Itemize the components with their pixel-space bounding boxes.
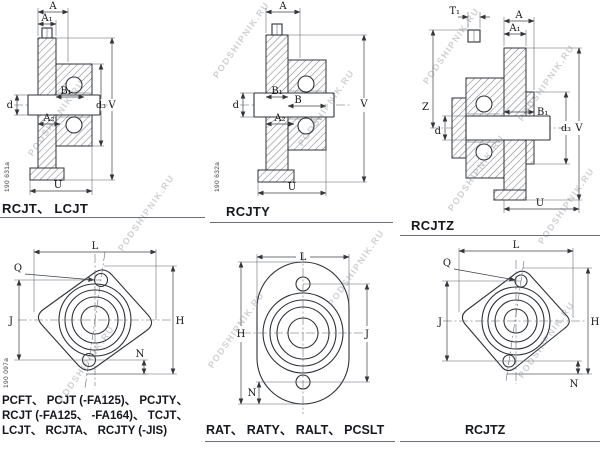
flange-foot-section bbox=[493, 189, 527, 201]
end-cover-section bbox=[451, 97, 467, 159]
shaft-bore bbox=[466, 116, 550, 140]
bearing-ball-top bbox=[475, 95, 493, 113]
section-view-rcjty: A B₁ B A₂ d V U 190 632a bbox=[214, 1, 369, 196]
rcjty-dimension-lines bbox=[240, 8, 367, 196]
dim-label-d3: d₃ bbox=[561, 123, 571, 134]
footer-type-list-line3: LCJT、 RCJTA、 RCJTY (-JIS) bbox=[2, 425, 168, 437]
dim-label-A: A bbox=[278, 1, 287, 12]
dim-label-B: B bbox=[294, 95, 301, 106]
flange-dimension-labels: L H J N bbox=[237, 252, 369, 399]
shaft-bore bbox=[28, 95, 100, 115]
caption-rcjty: RCJTY bbox=[226, 204, 271, 219]
dim-label-V: V bbox=[574, 123, 583, 134]
dim-label-J: J bbox=[8, 316, 13, 327]
dim-label-A1: A₁ bbox=[40, 13, 52, 24]
bearing-ball-top bbox=[65, 76, 83, 94]
dim-label-A: A bbox=[48, 1, 57, 12]
rcjt-body bbox=[14, 27, 112, 181]
dim-label-B1: B₁ bbox=[271, 86, 282, 97]
rcjtz-dimension-labels: T₁ A A₁ B₁ Z d d₃ V U bbox=[422, 6, 583, 209]
dim-label-L: L bbox=[92, 241, 99, 252]
dim-label-N: N bbox=[136, 349, 145, 360]
bearing-ball-bottom bbox=[65, 116, 83, 134]
front-view-diamond-flange-right: L Q J H N bbox=[437, 240, 600, 390]
drawing-stamp: 190 631a bbox=[4, 162, 11, 192]
flange-body bbox=[242, 252, 364, 414]
dim-label-N: N bbox=[248, 388, 257, 399]
dim-label-U: U bbox=[54, 180, 62, 191]
flange-foot-section bbox=[29, 167, 65, 181]
front-view-oval-flange: L H J N bbox=[237, 252, 370, 414]
footer-type-list-line1: PCFT、 PCJT (-FA125)、 PCJTY、 bbox=[2, 395, 188, 407]
caption-rule-2 bbox=[210, 222, 393, 223]
caption-rcjt-lcjt: RCJT、 LCJT bbox=[2, 201, 89, 216]
section-view-rcjtz: T₁ A A₁ B₁ Z d d₃ V U bbox=[422, 6, 583, 213]
dim-label-J: J bbox=[437, 317, 442, 328]
bearing-ball-top bbox=[297, 75, 315, 93]
caption-rule-1 bbox=[0, 217, 205, 218]
flange-dimension-lines bbox=[238, 254, 370, 405]
dim-label-A2: A₂ bbox=[273, 113, 285, 124]
flange-foot-section bbox=[257, 169, 295, 183]
footer-rule-right bbox=[400, 441, 600, 442]
bearing-ball-bottom bbox=[297, 117, 315, 135]
dim-label-H: H bbox=[176, 316, 185, 327]
dim-label-J: J bbox=[364, 329, 369, 340]
dim-label-A1: A₁ bbox=[508, 23, 520, 34]
dim-label-L: L bbox=[513, 240, 520, 251]
dim-label-d: d bbox=[7, 100, 14, 111]
dim-label-Q: Q bbox=[443, 258, 451, 269]
footer-caption-rat: RAT、 RATY、 RALT、 PCSLT bbox=[206, 423, 385, 437]
flange-dimension-lines bbox=[442, 248, 592, 375]
rcjt-dimension-labels: A A₁ B₁ A₂ d d₃ V U bbox=[7, 1, 117, 191]
dim-label-A: A bbox=[514, 10, 523, 21]
dim-label-Z: Z bbox=[422, 102, 429, 113]
dim-label-L: L bbox=[300, 252, 307, 263]
flange-body bbox=[18, 251, 172, 389]
flange-body bbox=[443, 260, 587, 384]
caption-rcjtz-top: RCJTZ bbox=[411, 218, 455, 233]
dim-label-V: V bbox=[359, 99, 368, 110]
footer-type-list: PCFT、 PCJT (-FA125)、 PCJTY、 RCJT (-FA125… bbox=[2, 394, 188, 439]
section-view-rcjt-lcjt: A A₁ B₁ A₂ d d₃ V U 190 631a bbox=[4, 1, 117, 195]
dim-label-U: U bbox=[536, 198, 544, 209]
rcjtz-body bbox=[430, 29, 568, 201]
front-view-diamond-flange-left: L Q J H N 190 097a bbox=[3, 241, 185, 389]
dim-label-N: N bbox=[570, 379, 579, 390]
drawing-stamp: 190 097a bbox=[3, 358, 10, 388]
dim-label-H: H bbox=[591, 317, 600, 328]
dim-label-d: d bbox=[233, 100, 240, 111]
dim-label-H: H bbox=[237, 329, 246, 340]
caption-rule-3 bbox=[400, 235, 600, 236]
rcjt-dimension-lines bbox=[14, 8, 115, 195]
dim-label-T1: T₁ bbox=[449, 6, 460, 17]
footer-type-list-line2: RCJT (-FA125、 -FA164)、 TCJT、 bbox=[2, 410, 188, 422]
bearing-ball-bottom bbox=[475, 143, 493, 161]
dim-label-d: d bbox=[435, 126, 442, 137]
dim-label-Q: Q bbox=[14, 263, 22, 274]
flange-dimension-labels: L Q J H N bbox=[437, 240, 600, 390]
dim-label-B1: B₁ bbox=[537, 107, 548, 118]
footer-caption-rcjtz: RCJTZ bbox=[465, 423, 506, 437]
dim-label-U: U bbox=[288, 182, 296, 193]
drawing-stamp: 190 632a bbox=[214, 162, 221, 192]
rcjtz-dimension-lines bbox=[429, 12, 582, 213]
flange-dimension-lines bbox=[14, 249, 177, 375]
rcjty-dimension-labels: A B₁ B A₂ d V U bbox=[233, 1, 369, 193]
dim-label-A2: A₂ bbox=[42, 113, 54, 124]
dim-label-d3: d₃ bbox=[96, 100, 106, 111]
dim-label-V: V bbox=[107, 100, 116, 111]
footer-rule-middle bbox=[205, 441, 395, 442]
flange-dimension-labels: L Q J H N bbox=[8, 241, 185, 360]
dim-label-B1: B₁ bbox=[60, 86, 71, 97]
